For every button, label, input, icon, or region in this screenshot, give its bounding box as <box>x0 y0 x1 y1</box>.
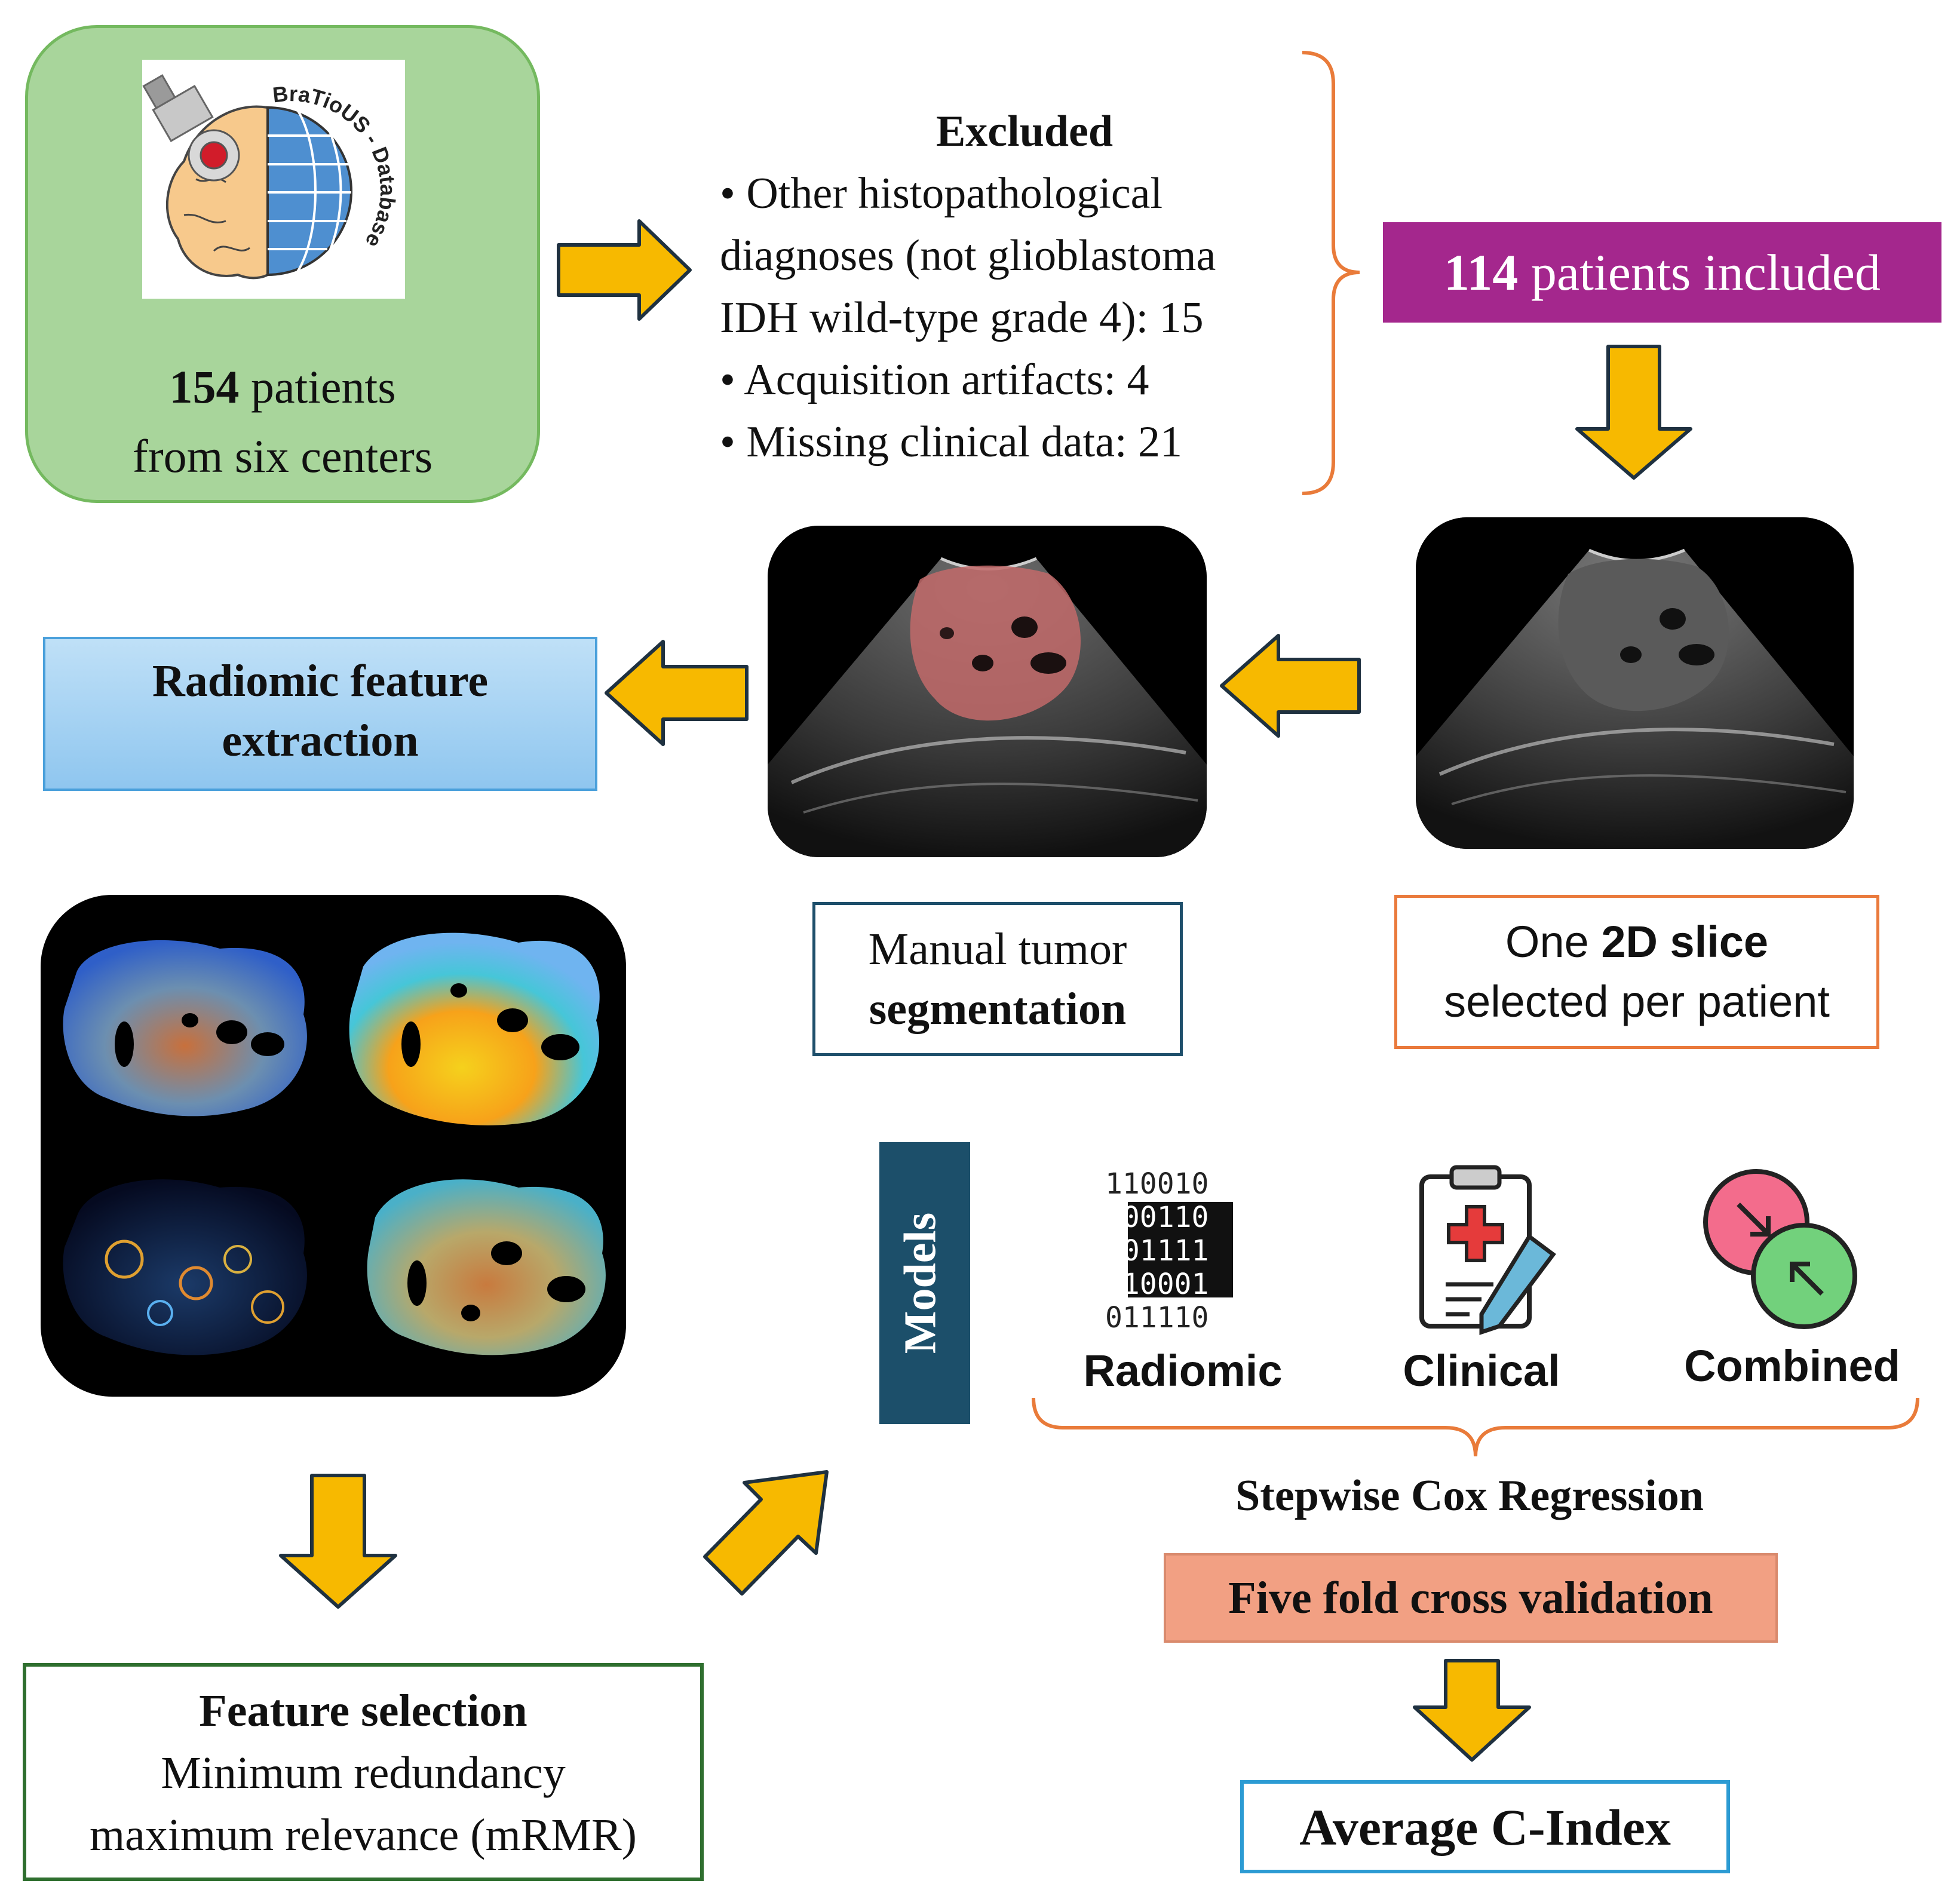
bratious-logo: BraTioUS - Database <box>142 60 405 299</box>
excluded-line-1: • Other histopathological <box>720 169 1163 218</box>
segmentation-box: Manual tumor segmentation <box>812 902 1183 1056</box>
slice-line-2: selected per patient <box>1444 977 1830 1026</box>
patient-count: 154 <box>169 361 240 413</box>
ultrasound-slice-image <box>1416 517 1854 849</box>
feature-selection-line-2: maximum relevance (mRMR) <box>90 1810 637 1860</box>
excluded-bracket <box>1302 51 1360 495</box>
arrow-down-fivefold <box>1413 1659 1531 1762</box>
excluded-title: Excluded <box>935 107 1114 156</box>
slice-pre: One <box>1505 917 1602 967</box>
binary-row-4: 110001 <box>1105 1268 1208 1301</box>
feature-selection-title: Feature selection <box>199 1686 527 1736</box>
patients-label: patients <box>239 361 396 413</box>
segmentation-line-2: segmentation <box>869 984 1127 1034</box>
c-index-box: Average C-Index <box>1240 1780 1730 1873</box>
binary-icon: 110010 100110 001111 110001 011110 <box>1105 1165 1260 1338</box>
source-line-1: 154 patients <box>25 352 540 422</box>
arrow-down-included <box>1575 345 1692 480</box>
models-box <box>879 1142 970 1424</box>
models-bracket <box>1032 1397 1919 1457</box>
slice-bold: 2D slice <box>1601 917 1769 967</box>
binary-row-5: 011110 <box>1105 1301 1208 1335</box>
five-fold-box: Five fold cross validation <box>1164 1553 1778 1643</box>
source-text: 154 patients from six centers <box>25 352 540 491</box>
slice-box: One 2D slice selected per patient <box>1394 895 1879 1049</box>
binary-row-2: 100110 <box>1105 1201 1208 1234</box>
excluded-line-5: • Missing clinical data: 21 <box>720 418 1183 467</box>
combined-icon <box>1691 1162 1870 1336</box>
source-line-2: from six centers <box>132 430 433 482</box>
arrow-down-maps <box>279 1474 397 1609</box>
included-label: patients included <box>1518 244 1881 301</box>
excluded-line-2: diagnoses (not glioblastoma <box>720 231 1216 280</box>
radiomic-label: Radiomic <box>1083 1346 1283 1395</box>
binary-row-1: 110010 <box>1105 1167 1208 1201</box>
clinical-label: Clinical <box>1403 1346 1560 1395</box>
arrow-diagonal-models <box>703 1470 829 1596</box>
included-box: 114 patients included <box>1383 222 1941 323</box>
models-title: Models <box>895 1213 945 1354</box>
clipboard-icon <box>1410 1165 1589 1338</box>
feature-selection-box: Feature selection Minimum redundancy max… <box>23 1663 704 1881</box>
radiomic-extraction-line-2: extraction <box>222 716 419 766</box>
segmentation-line-1: Manual tumor <box>868 924 1127 974</box>
excluded-line-4: • Acquisition artifacts: 4 <box>720 355 1149 404</box>
cox-regression-label: Stepwise Cox Regression <box>1235 1471 1704 1520</box>
slice-line-1: One 2D slice <box>1397 912 1876 972</box>
radiomic-feature-maps <box>41 895 626 1397</box>
arrow-left-segmentation <box>605 640 749 746</box>
arrow-right-source <box>557 219 692 321</box>
radiomic-extraction-box: Radiomic feature extraction <box>43 637 597 791</box>
feature-selection-line-1: Minimum redundancy <box>161 1748 566 1798</box>
excluded-line-3: IDH wild-type grade 4): 15 <box>720 293 1204 342</box>
models-label-wrap: Models <box>879 1142 970 1424</box>
combined-label: Combined <box>1684 1341 1900 1391</box>
arrow-left-slice <box>1220 634 1361 738</box>
binary-row-3: 001111 <box>1105 1234 1208 1268</box>
ultrasound-segmented-image <box>768 526 1207 857</box>
excluded-list: Excluded • Other histopathological diagn… <box>720 100 1329 473</box>
radiomic-extraction-line-1: Radiomic feature <box>152 656 489 706</box>
included-count: 114 <box>1444 244 1519 301</box>
